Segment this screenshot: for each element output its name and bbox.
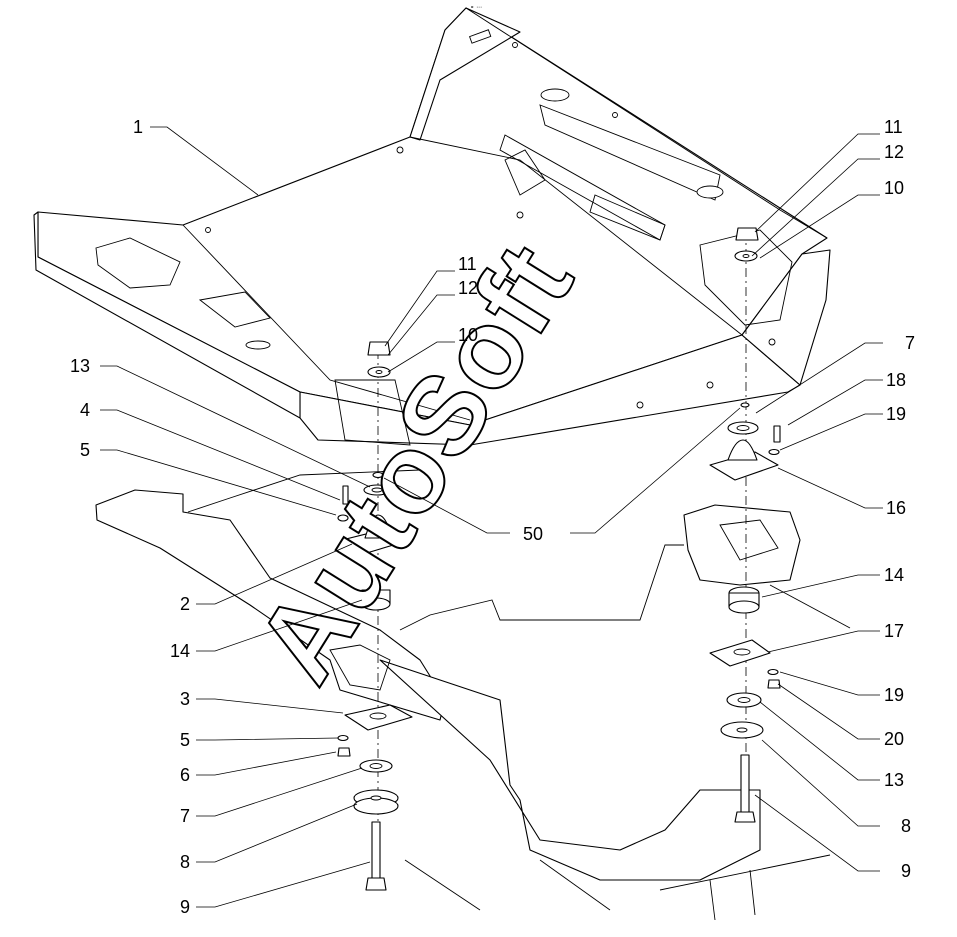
callout-6: 6 [180, 765, 190, 785]
deck-right-face [741, 249, 831, 386]
deck-rear-tower [409, 7, 521, 141]
callout-8-left: 8 [180, 852, 190, 872]
callout-labels: 1 11 12 10 11 12 10 13 4 5 7 18 19 16 50… [70, 117, 915, 917]
left-hardware-stack [337, 341, 413, 891]
deck-plate-cutout [198, 291, 271, 328]
nut-11-center [367, 341, 391, 356]
nut-20 [767, 679, 781, 689]
deck-assembly [33, 7, 831, 446]
nut-6 [337, 747, 351, 757]
nut-11-right [735, 227, 759, 241]
deck-mount-cutout-right [699, 229, 793, 326]
bolt-18 [773, 425, 781, 443]
callout-5-bottom: 5 [180, 730, 190, 750]
callout-16: 16 [886, 498, 906, 518]
bolt-18-left [342, 485, 349, 505]
callout-7-bottom: 7 [180, 806, 190, 826]
callout-11-center: 11 [458, 254, 477, 274]
callout-11-right: 11 [884, 117, 903, 137]
callout-20: 20 [884, 729, 904, 749]
washer-19-bottom [767, 668, 779, 676]
callout-12-center: 12 [458, 278, 478, 298]
deck-mount-cutout-center [334, 379, 411, 446]
right-mount-bracket [683, 504, 801, 586]
header-mark: ∘ ∙∙∙ [470, 4, 482, 11]
deck-opening [539, 104, 721, 201]
callout-17: 17 [884, 621, 904, 641]
bolt-9-left [371, 821, 381, 879]
callout-9-left: 9 [180, 897, 190, 917]
deck-mount-cutout-left [95, 237, 181, 289]
callout-19-bottom: 19 [884, 685, 904, 705]
callout-10-right: 10 [884, 178, 904, 198]
callout-5-top: 5 [80, 440, 90, 460]
callout-19-top: 19 [886, 404, 906, 424]
callout-7-top: 7 [905, 333, 915, 353]
deck-left-face [33, 211, 301, 419]
callout-2: 2 [180, 594, 190, 614]
callout-3: 3 [180, 689, 190, 709]
isolator-dome-16 [727, 439, 758, 461]
right-hardware-stack [709, 227, 781, 823]
callout-14-left: 14 [170, 641, 190, 661]
main-frame-body [379, 659, 761, 881]
callout-50: 50 [523, 524, 543, 544]
callout-10-center: 10 [458, 325, 478, 345]
bolt-9-right [740, 754, 750, 816]
callout-14-right: 14 [884, 565, 904, 585]
callout-8-right: 8 [901, 816, 911, 836]
callout-18: 18 [886, 370, 906, 390]
callout-12-right: 12 [884, 142, 904, 162]
callout-9-right: 9 [901, 861, 911, 881]
isolator-dome-2 [364, 514, 393, 539]
deck-hole [696, 185, 724, 199]
lower-frame [95, 469, 851, 921]
callout-13-top: 13 [70, 356, 90, 376]
deck-hole [540, 88, 570, 102]
washer-5-bottom [337, 734, 349, 742]
leader-lines [100, 126, 883, 908]
callout-1: 1 [133, 117, 143, 137]
callout-13-bottom: 13 [884, 770, 904, 790]
callout-4: 4 [80, 400, 90, 420]
